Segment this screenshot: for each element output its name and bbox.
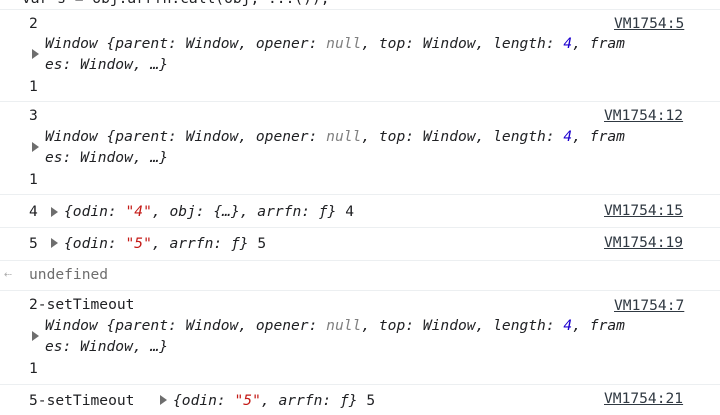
separator	[0, 227, 720, 228]
separator	[0, 260, 720, 261]
source-link[interactable]: VM1754:12	[604, 107, 684, 124]
partial-command-line: var s = obj.arrfn.call(obj, ...());	[22, 0, 330, 9]
expand-triangle-icon[interactable]	[51, 207, 58, 217]
source-link[interactable]: VM1754:7	[614, 297, 685, 314]
source-link[interactable]: VM1754:21	[604, 390, 684, 407]
object-preview[interactable]: {odin: "4", obj: {…}, arrfn: ƒ} 4	[64, 203, 354, 220]
object-preview[interactable]: {odin: "5", arrfn: ƒ} 5	[173, 392, 376, 409]
window-object-preview-wrap[interactable]: es: Window, …}	[45, 149, 169, 166]
separator	[0, 9, 720, 10]
window-object-preview[interactable]: Window {parent: Window, opener: null, to…	[45, 128, 625, 145]
log-label: 5-setTimeout	[29, 392, 135, 409]
log-value: 1	[29, 78, 38, 95]
source-link[interactable]: VM1754:19	[604, 234, 684, 251]
window-object-preview[interactable]: Window {parent: Window, opener: null, to…	[45, 35, 625, 52]
expand-triangle-icon[interactable]	[160, 395, 167, 405]
separator	[0, 101, 720, 102]
return-value: undefined	[29, 266, 109, 283]
separator	[0, 290, 720, 291]
expand-triangle-icon[interactable]	[32, 142, 39, 152]
log-label: 3	[29, 107, 38, 124]
log-label: 2	[29, 15, 38, 32]
separator	[0, 194, 720, 195]
window-object-preview-wrap[interactable]: es: Window, …}	[45, 56, 169, 73]
log-value: 1	[29, 360, 38, 377]
window-object-preview-wrap[interactable]: es: Window, …}	[45, 338, 169, 355]
expand-triangle-icon[interactable]	[32, 49, 39, 59]
source-link[interactable]: VM1754:5	[614, 15, 685, 32]
source-link[interactable]: VM1754:15	[604, 202, 684, 219]
log-label: 2-setTimeout	[29, 296, 135, 313]
separator	[0, 384, 720, 385]
log-value: 1	[29, 171, 38, 188]
object-preview[interactable]: {odin: "5", arrfn: ƒ} 5	[64, 235, 267, 252]
window-object-preview[interactable]: Window {parent: Window, opener: null, to…	[45, 317, 625, 334]
log-label: 4	[29, 203, 38, 220]
expand-triangle-icon[interactable]	[51, 238, 58, 248]
result-arrow-icon: ⇠	[4, 267, 12, 282]
expand-triangle-icon[interactable]	[32, 331, 39, 341]
log-label: 5	[29, 235, 38, 252]
